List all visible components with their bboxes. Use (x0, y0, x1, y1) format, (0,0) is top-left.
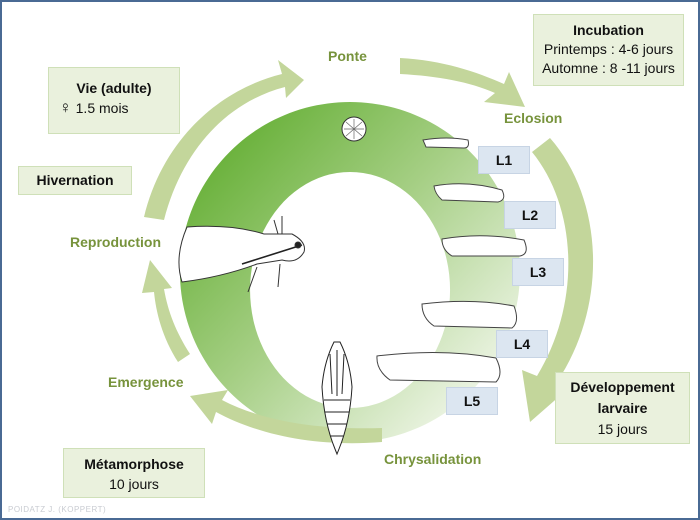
metamorphosis-title: Métamorphose (84, 456, 184, 472)
arrow-to-eclosion (400, 58, 525, 107)
larva-l5-illustration (376, 351, 501, 383)
arrow-to-ponte (144, 60, 304, 220)
metamorphosis-box: Métamorphose 10 jours (63, 448, 205, 498)
incubation-title: Incubation (573, 22, 644, 38)
pupa-illustration (321, 341, 353, 456)
larval-stage-l4: L4 (496, 330, 548, 358)
metamorphosis-duration: 10 jours (109, 476, 159, 492)
arrow-to-reproduction (142, 260, 190, 362)
hivernation-box: Hivernation (18, 166, 132, 195)
adult-moth-illustration (178, 216, 305, 293)
larval-stage-l3: L3 (512, 258, 564, 286)
female-symbol-icon: ♀ (59, 98, 72, 117)
arrow-larval-development (522, 138, 594, 422)
larva-l3-illustration (441, 235, 527, 257)
larva-l1-illustration (422, 137, 469, 149)
hivernation-title: Hivernation (36, 172, 114, 188)
stage-eclosion: Eclosion (504, 110, 563, 126)
larval-development-title-2: larvaire (597, 400, 648, 416)
egg-illustration (341, 116, 367, 142)
adult-life-title: Vie (adulte) (76, 80, 152, 96)
stage-reproduction: Reproduction (70, 234, 161, 250)
larval-development-duration: 15 jours (597, 421, 648, 437)
larval-stage-l1: L1 (478, 146, 530, 174)
larva-l4-illustration (421, 300, 518, 329)
adult-life-duration: 1.5 mois (75, 100, 129, 116)
larval-development-box: Développement larvaire 15 jours (555, 372, 690, 444)
incubation-autumn: Automne : 8 -11 jours (542, 60, 675, 76)
larval-development-title-1: Développement (570, 379, 675, 395)
incubation-spring: Printemps : 4-6 jours (543, 41, 674, 57)
stage-ponte: Ponte (328, 48, 367, 64)
incubation-box: Incubation Printemps : 4-6 jours Automne… (533, 14, 684, 86)
image-credit: POIDATZ J. (KOPPERT) (8, 505, 107, 514)
larval-stage-l5: L5 (446, 387, 498, 415)
larva-l2-illustration (433, 183, 505, 203)
larval-stage-l2: L2 (504, 201, 556, 229)
adult-life-box: Vie (adulte) ♀ 1.5 mois (48, 67, 180, 134)
stage-chrysalidation: Chrysalidation (384, 451, 482, 467)
stage-emergence: Emergence (108, 374, 184, 390)
